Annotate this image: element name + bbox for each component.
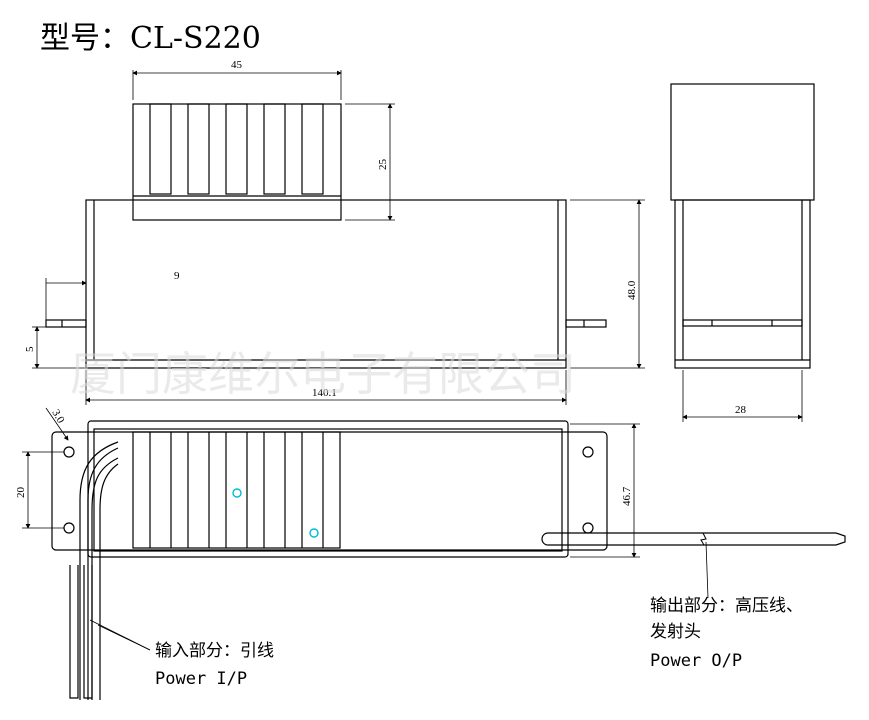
front-view (45, 103, 607, 369)
output-wire (541, 532, 836, 546)
input-wire-2 (91, 457, 119, 700)
input-wire-1 (79, 441, 119, 700)
body-outer (87, 420, 569, 558)
heatsink (132, 103, 342, 221)
side-heatsink (670, 83, 815, 201)
side-view (670, 83, 815, 369)
left-tab (45, 319, 87, 328)
input-label-cn: 输入部分：引线 (155, 641, 274, 661)
model-title: 型号：CL-S220 (40, 21, 261, 56)
front-dimensions (32, 70, 645, 405)
input-wire-1b (87, 447, 119, 700)
hole-left-bottom (63, 522, 75, 534)
fin-block (132, 431, 341, 549)
dim-wire-dia: 3.0 (49, 408, 67, 426)
watermark: 厦门康维尔电子有限公司 (70, 347, 576, 401)
body-inner (93, 428, 563, 552)
marker-dot-2 (309, 528, 319, 538)
top-view (51, 420, 846, 700)
hole-right-top (582, 446, 594, 458)
input-label-en: Power I/P (155, 669, 247, 689)
output-label-cn-2: 发射头 (650, 622, 701, 642)
dim-height: 48.0 (626, 280, 638, 300)
dim-hole-pitch: 20 (15, 487, 27, 499)
dim-fin-height: 25 (377, 159, 389, 171)
hole-left-top (63, 446, 75, 458)
top-view-dimensions (22, 407, 709, 651)
dim-width-top: 45 (231, 59, 243, 71)
base-plate (51, 431, 608, 551)
side-body (674, 199, 811, 369)
right-tab (565, 319, 607, 328)
dim-offset: 9 (174, 270, 180, 282)
output-label-en: Power O/P (650, 651, 742, 671)
side-dimensions (682, 370, 803, 422)
dim-bottom-gap: 5 (24, 346, 36, 352)
input-wire-2b (99, 463, 119, 700)
hole-right-bottom (582, 522, 594, 534)
marker-dot-1 (232, 488, 242, 498)
dim-bottom-width: 46.7 (621, 486, 633, 506)
output-label-cn-1: 输出部分：高压线、 (650, 596, 803, 616)
main-body (85, 199, 567, 369)
dim-length: 140.1 (312, 387, 337, 399)
dim-side-width: 28 (735, 404, 747, 416)
